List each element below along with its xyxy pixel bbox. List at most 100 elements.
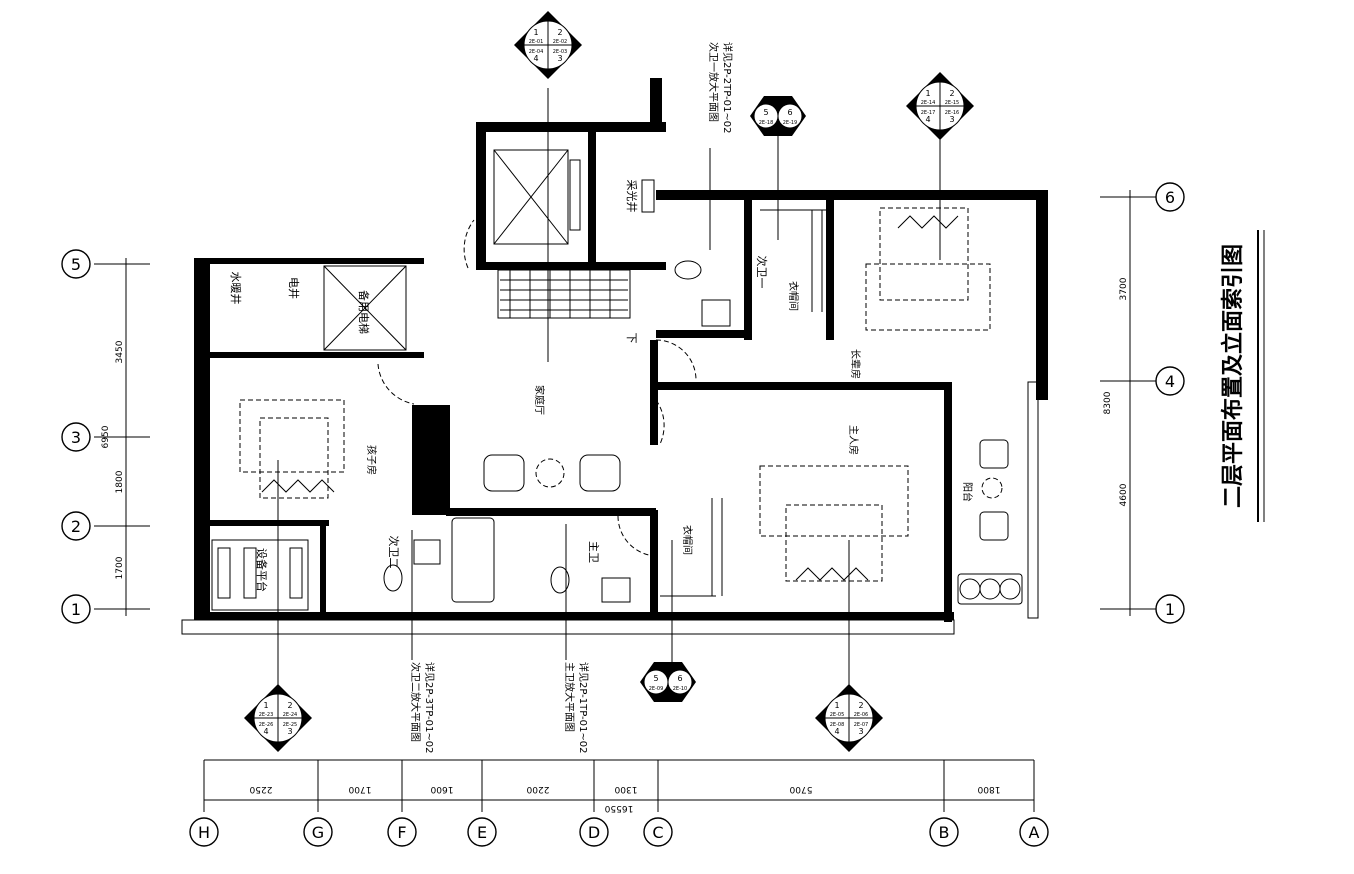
axis-label: D [588,823,600,842]
dim-1700: 1700 [115,556,125,579]
label-master-room: 主人房 [847,425,860,455]
index-symbol-top-hall: 1 2 3 4 2E-01 2E-02 2E-03 2E-04 [514,11,582,79]
axis-label: 4 [1165,372,1175,391]
dim-1800: 1800 [115,470,125,493]
idx-q4: 4 [263,727,268,736]
dim-seg: 1700 [348,784,371,794]
idx-r4: 2E-17 [921,110,936,116]
idx-r1: 2E-01 [529,39,544,45]
index-symbol-top-elder: 1 2 3 4 2E-14 2E-15 2E-16 2E-17 [906,72,974,140]
idx-r4: 2E-04 [529,49,544,55]
label-bath2: 次卫二 [387,536,401,569]
note-bath1-2: 详见2P-2TP-01~02 [721,42,734,134]
idx-q2: 2 [287,701,292,710]
label-family-hall: 家庭厅 [533,385,546,415]
label-child-room: 孩子房 [365,445,378,475]
label-spare-elevator: 备用电梯 [357,290,371,334]
pair-rb: 2E-10 [673,686,688,692]
room-labels: 水暖井 电井 备用电梯 采光井 下 家庭厅 孩子房 设备平台 次卫二 主卫 衣帽… [229,180,974,593]
pair-a: 5 [763,108,768,117]
idx-q2: 2 [858,701,863,710]
dim-3700: 3700 [1119,277,1129,300]
label-skylight: 采光井 [625,180,639,213]
axis-label: B [939,823,950,842]
axis-bubbles-right: 6 4 1 [1155,182,1185,624]
label-elec-shaft: 电井 [287,277,301,299]
idx-r3: 2E-07 [854,722,869,728]
axis-label: G [312,823,324,842]
note-master-2: 详见2P-1TP-01~02 [577,662,590,754]
axis-label: C [652,823,663,842]
index-symbol-bottom-master: 1 2 3 4 2E-05 2E-06 2E-07 2E-08 [815,684,883,752]
pair-ra: 2E-09 [649,686,664,692]
idx-r2: 2E-24 [283,712,298,718]
pair-a: 5 [653,674,658,683]
pair-symbol-top: 5 6 2E-18 2E-19 [750,96,806,136]
idx-r3: 2E-16 [945,110,960,116]
idx-r1: 2E-14 [921,100,936,106]
label-elder-room: 长辈房 [849,349,862,379]
axis-bubbles-bottom: H G F E D C B A [189,817,1049,847]
dim-seg: 1600 [430,784,453,794]
axis-label: 1 [71,600,81,619]
idx-q4: 4 [533,54,538,63]
axis-label: 3 [71,428,81,447]
elevator-core [323,149,655,351]
pair-rb: 2E-19 [783,120,798,126]
notes: 次卫一放大平面图 详见2P-2TP-01~02 次卫二放大平面图 详见2P-3T… [409,42,734,754]
dimensions-left: 3450 6950 1800 1700 [101,340,125,579]
dim-seg: 2200 [526,784,549,794]
idx-q1: 1 [263,701,268,710]
axis-label: E [477,823,487,842]
axis-label: 5 [71,255,81,274]
idx-q4: 4 [834,727,839,736]
axis-label: A [1029,823,1040,842]
idx-r2: 2E-06 [854,712,869,718]
idx-r2: 2E-15 [945,100,960,106]
axis-label: F [397,823,406,842]
label-down: 下 [625,333,638,344]
idx-q3: 3 [858,727,863,736]
idx-q3: 3 [287,727,292,736]
furniture [211,207,1023,611]
idx-q2: 2 [949,89,954,98]
dim-6950: 6950 [101,425,111,448]
note-bath2-1: 次卫二放大平面图 [409,662,422,742]
dim-3450: 3450 [115,340,125,363]
dim-seg: 1300 [614,784,637,794]
note-master-1: 主卫放大平面图 [563,662,576,732]
idx-q2: 2 [557,28,562,37]
axis-lines [94,88,1158,812]
idx-r1: 2E-05 [830,712,845,718]
label-closet-a: 衣帽间 [681,525,694,555]
dim-8300: 8300 [1103,391,1113,414]
pair-b: 6 [787,108,792,117]
idx-r1: 2E-23 [259,712,274,718]
walls [181,78,1048,635]
pair-ra: 2E-18 [759,120,774,126]
label-master-bath: 主卫 [587,541,600,563]
dim-total: 16550 [604,803,633,813]
note-bath1-1: 次卫一放大平面图 [707,42,720,122]
idx-q1: 1 [925,89,930,98]
idx-q3: 3 [557,54,562,63]
idx-r4: 2E-08 [830,722,845,728]
idx-r4: 2E-26 [259,722,274,728]
note-bath2-2: 详见2P-3TP-01~02 [423,662,436,754]
idx-q1: 1 [533,28,538,37]
label-balcony: 阳台 [961,482,974,502]
label-bath1: 次卫一 [755,256,769,289]
idx-q1: 1 [834,701,839,710]
dimensions-bottom: 2250 1700 1600 2200 1300 5700 1800 16550 [249,784,1000,813]
pair-b: 6 [677,674,682,683]
dim-seg: 5700 [789,784,812,794]
idx-r2: 2E-02 [553,39,568,45]
idx-r3: 2E-25 [283,722,298,728]
label-equipment: 设备平台 [255,548,269,592]
doors [377,219,697,557]
idx-q3: 3 [949,115,954,124]
dim-seg: 1800 [977,784,1000,794]
axis-label: 2 [71,517,81,536]
index-symbol-bottom-child: 1 2 3 4 2E-23 2E-24 2E-25 2E-26 [244,684,312,752]
